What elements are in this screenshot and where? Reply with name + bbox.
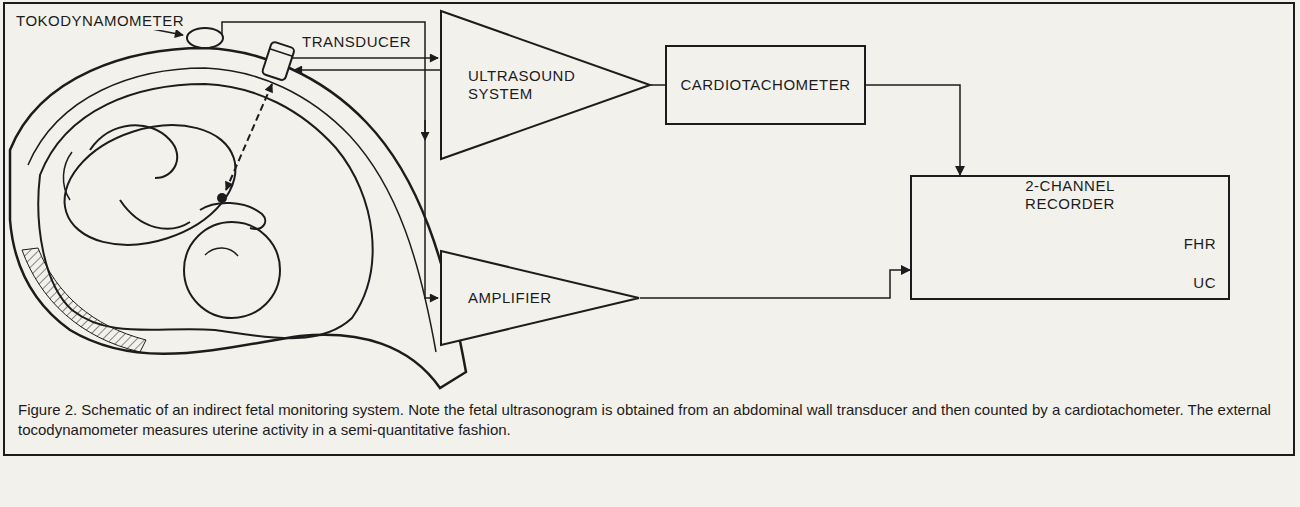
recorder-title: 2-CHANNEL RECORDER xyxy=(980,177,1160,213)
cardiotachometer-box: CARDIOTACHOMETER xyxy=(665,45,866,125)
amplifier-triangle xyxy=(441,251,639,345)
signal-line xyxy=(651,84,665,86)
fetal-head xyxy=(184,222,280,318)
amplifier-block: AMPLIFIER xyxy=(440,250,640,346)
channel-label: UC xyxy=(1193,274,1216,292)
fetal-heart xyxy=(217,193,227,203)
transducer-detail xyxy=(270,49,293,56)
flow-arrow xyxy=(424,120,426,140)
ultrasound-beam xyxy=(226,84,272,190)
fetal-ear xyxy=(205,248,238,256)
block-label: ULTRASOUND SYSTEM xyxy=(468,67,580,103)
signal-line xyxy=(866,85,960,175)
figure-caption: Figure 2. Schematic of an indirect fetal… xyxy=(18,400,1280,441)
fetal-arm xyxy=(200,203,265,229)
device-label: TRANSDUCER xyxy=(300,33,413,51)
channel-label: FHR xyxy=(1184,235,1216,253)
block-label: CARDIOTACHOMETER xyxy=(680,76,850,94)
recorder-box: 2-CHANNEL RECORDER FHR UC xyxy=(910,175,1230,300)
maternal-spine xyxy=(22,248,146,352)
block-label: AMPLIFIER xyxy=(468,289,552,307)
fetal-leg xyxy=(90,125,177,178)
abdomen-outline xyxy=(10,48,466,388)
tokodynamometer-device xyxy=(187,28,223,48)
tocodynamometer-wire xyxy=(222,22,438,298)
transducer-device xyxy=(262,41,295,81)
abdominal-wall xyxy=(28,68,436,352)
figure-frame xyxy=(4,3,1294,455)
signal-line xyxy=(640,270,910,298)
fetal-leg xyxy=(120,200,190,229)
fetal-back xyxy=(63,152,72,200)
amplifier-triangle xyxy=(441,11,650,159)
ultrasound-system-block: ULTRASOUND SYSTEM xyxy=(440,10,651,160)
device-label: TOKODYNAMOMETER xyxy=(14,12,186,30)
transducer-wire xyxy=(294,69,440,71)
transducer-wire xyxy=(292,57,438,59)
uterus-outline xyxy=(38,84,372,338)
